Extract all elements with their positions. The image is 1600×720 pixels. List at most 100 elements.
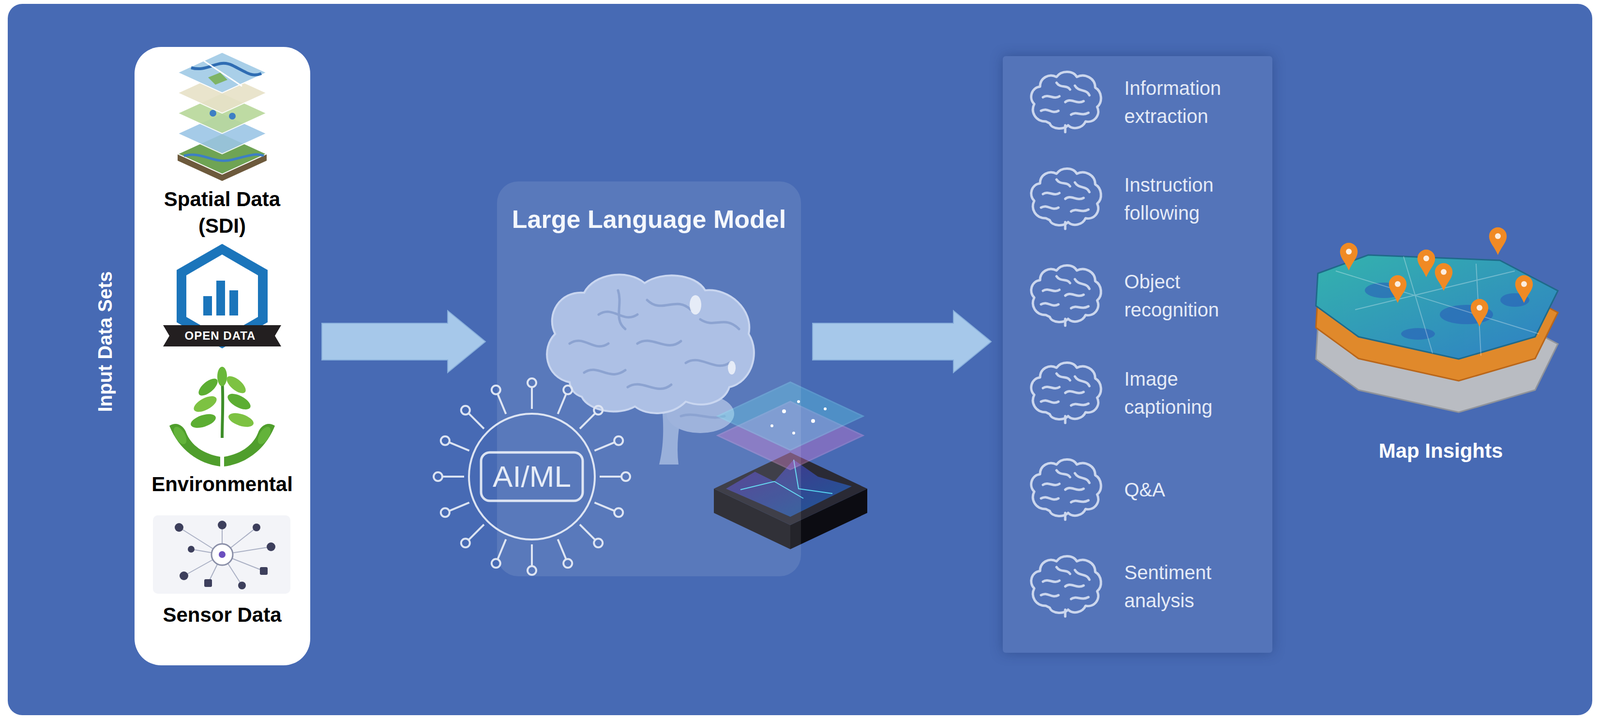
section-heading-slot: Input Data Sets (93, 271, 117, 412)
spatial-layers-icon-part (208, 72, 228, 85)
environment-icon-part (225, 390, 253, 413)
map-illustration-part-part (1489, 227, 1507, 256)
map-illustration-part (1364, 282, 1530, 340)
blue-panel (7, 3, 1593, 716)
map-illustration-part (1345, 233, 1527, 311)
map-illustration-part-part (1417, 249, 1435, 278)
capability-label-slot: Information extraction (1124, 74, 1255, 131)
open-data-icon-part (203, 296, 212, 316)
capability-panel: Information extractionInstruction follow… (1002, 56, 1273, 653)
sensor-icon-part-part (217, 520, 227, 530)
ai-chip-icon-part (440, 508, 450, 517)
sensor-icon-part (218, 551, 226, 559)
chip-text: AI/ML (492, 460, 572, 493)
capability-label-slot: Q&A (1124, 475, 1255, 504)
capability-label: Instruction following (1124, 170, 1255, 227)
sensor-icon-part (179, 525, 272, 586)
badge-text: OPEN DATA (184, 329, 257, 343)
sensor-icon (152, 515, 291, 594)
environment-icon-part (255, 424, 273, 447)
sensor-icon-part-part (179, 571, 189, 581)
capability-label-slot: Sentiment analysis (1124, 558, 1255, 615)
map-illustration (1315, 227, 1558, 413)
input-label: Environmental (142, 471, 302, 499)
map-illustration-part-part (1440, 269, 1447, 275)
map-illustration-part-part (1345, 248, 1352, 255)
environment-icon (169, 366, 275, 467)
input-label-slot: Environmental (142, 471, 302, 499)
map-illustration-part-part (1434, 263, 1453, 291)
data-block-icon-part-part (811, 419, 816, 423)
sensor-icon-part-part (187, 545, 195, 553)
ai-chip-icon-part (468, 524, 484, 541)
sensor-icon-part (174, 520, 276, 590)
capability-label-slot: Image captioning (1124, 364, 1255, 422)
environment-icon-part (224, 373, 249, 397)
environment-icon-part (189, 411, 218, 431)
spatial-layers-icon-part (209, 109, 217, 117)
map-illustration-part-part (1401, 328, 1435, 340)
capability-label-slot: Instruction following (1124, 170, 1255, 227)
model-box: Large Language Model (497, 181, 801, 577)
environment-icon-part (224, 423, 275, 467)
sensor-icon-part-part (204, 579, 212, 588)
block-arrow (321, 310, 486, 373)
ai-chip-icon-part (440, 436, 450, 446)
open-data-icon-part (163, 325, 282, 347)
open-data-icon-part (216, 280, 226, 316)
spatial-layers-icon-part (183, 154, 264, 161)
map-illustration-part (1335, 256, 1540, 356)
spatial-layers-icon (177, 52, 267, 182)
map-illustration-part (1315, 255, 1558, 360)
map-illustration-part (1340, 227, 1533, 327)
ai-chip-icon-part (449, 442, 470, 451)
model-title: Large Language Model (503, 204, 795, 235)
spatial-layers-icon-part (177, 52, 267, 93)
map-illustration-part-part (1388, 275, 1407, 303)
ai-chip-icon-part (468, 413, 484, 429)
input-label: Sensor Data (142, 602, 302, 629)
capability-label: Information extraction (1124, 74, 1255, 131)
environment-icon-part (226, 410, 256, 430)
spatial-layers-icon-part (203, 60, 242, 87)
sensor-icon-part-part (266, 542, 276, 552)
open-data-icon-part (176, 243, 268, 349)
spatial-layers-icon-part (228, 112, 236, 120)
capability-label: Object recognition (1124, 267, 1255, 324)
section-heading: Input Data Sets (93, 271, 117, 412)
ai-chip-icon-part (442, 475, 465, 478)
map-illustration-part-part (1515, 275, 1533, 303)
open-data-icon (163, 243, 282, 349)
badge-text-slot: OPEN DATA (184, 329, 257, 343)
sensor-icon-part (152, 515, 291, 594)
sensor-icon-part-part (174, 523, 184, 532)
ai-chip-icon-part (461, 538, 470, 548)
input-box-fill (134, 46, 311, 666)
sensor-icon-part-part (252, 523, 261, 532)
environment-icon-part (196, 375, 221, 399)
capability-label-slot: Object recognition (1124, 267, 1255, 324)
chip-text-slot: AI/ML (492, 460, 572, 493)
input-data-box: Input Data SetsSpatial Data (SDI)Environ… (134, 46, 311, 666)
ai-chip-icon-part (433, 472, 443, 482)
environment-icon-part (170, 424, 189, 447)
map-caption-slot: Map Insights (1378, 438, 1504, 464)
map-illustration-part-part (1521, 281, 1527, 287)
ai-chip-icon-part (461, 406, 470, 415)
environment-icon-part (222, 379, 223, 438)
capability-label: Sentiment analysis (1124, 558, 1255, 615)
sensor-icon-part-part (259, 567, 268, 575)
input-label-slot: Spatial Data (SDI) (149, 186, 295, 240)
environment-icon-part (191, 392, 219, 416)
map-illustration-part-part (1423, 255, 1430, 262)
map-illustration-part-part (1394, 281, 1401, 287)
block-arrow (812, 310, 992, 373)
map-caption: Map Insights (1378, 438, 1504, 464)
open-data-icon-part (229, 290, 239, 316)
ai-chip-icon-part (449, 502, 470, 512)
data-block-icon-part-part (823, 407, 827, 411)
environment-icon-part (169, 423, 221, 467)
model-title-slot: Large Language Model (503, 204, 795, 235)
input-label: Spatial Data (SDI) (149, 186, 295, 240)
